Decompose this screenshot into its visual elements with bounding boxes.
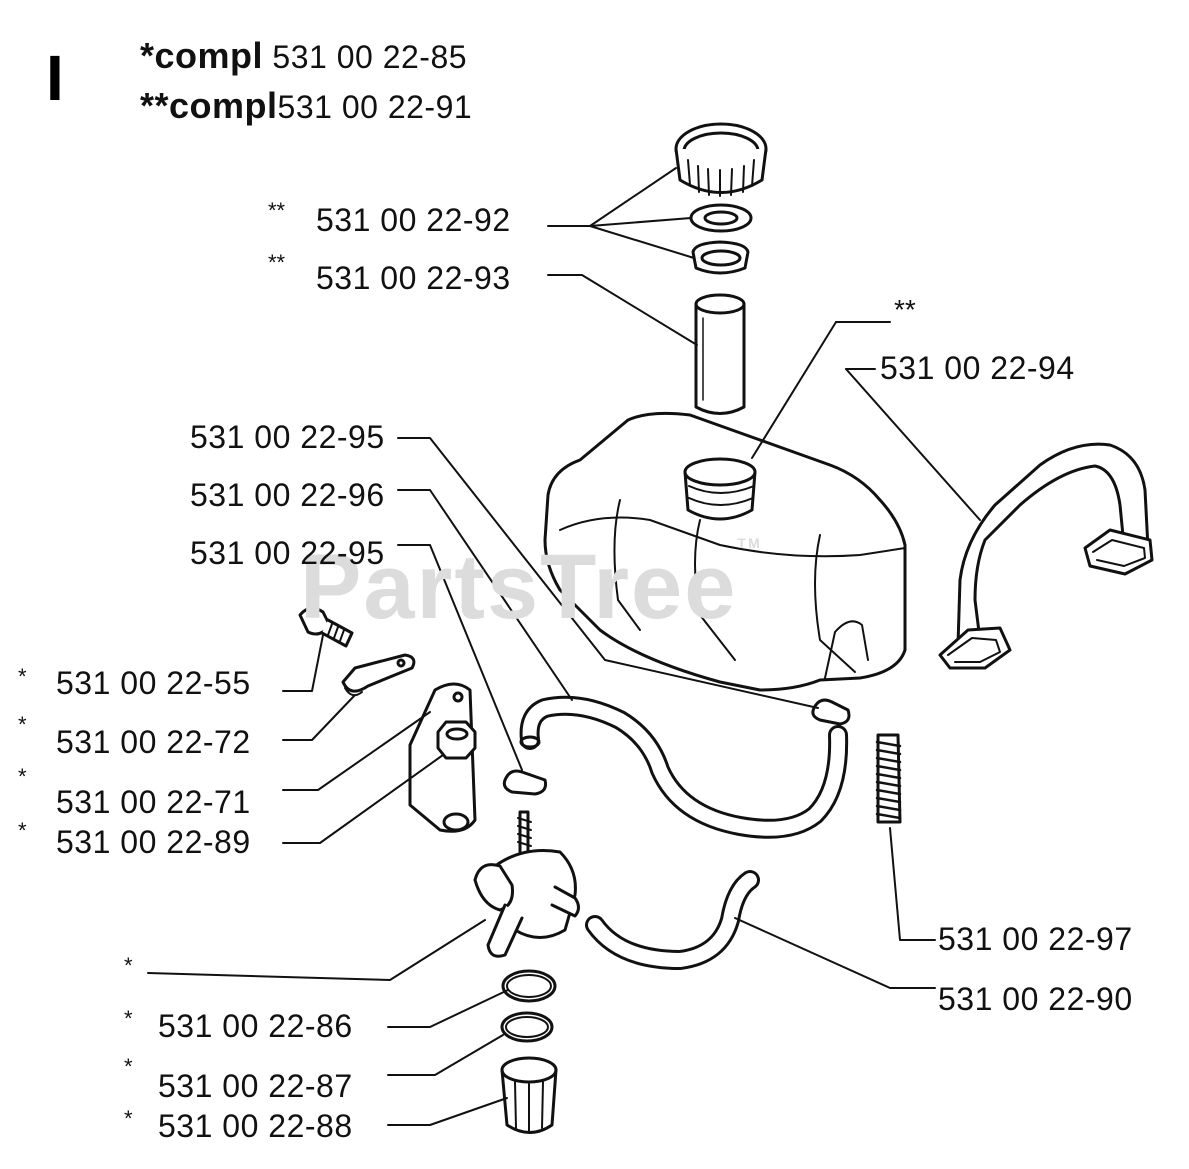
part-number-label: 531 00 22-89 bbox=[56, 824, 251, 860]
compl-number: 531 00 22-85 bbox=[272, 39, 468, 75]
part-number-label: 531 00 22-71 bbox=[56, 784, 251, 820]
gasket-92-part bbox=[689, 203, 753, 233]
fuel-valve-part bbox=[473, 810, 580, 958]
spring-97-part bbox=[875, 733, 902, 824]
callout-star: ** bbox=[268, 250, 286, 275]
hose-clamp-right-part bbox=[811, 698, 851, 726]
callout-star: * bbox=[124, 1006, 133, 1031]
handle-94-part bbox=[938, 442, 1154, 670]
fuel-cap-part bbox=[674, 122, 768, 197]
part-number-label: 531 00 22-90 bbox=[938, 981, 1133, 1017]
hose-clamp-left-part bbox=[502, 769, 547, 796]
compl-key: **compl bbox=[140, 85, 278, 126]
callout-star: * bbox=[18, 818, 27, 843]
part-number-label: 531 00 22-87 bbox=[158, 1068, 353, 1104]
callout-star: * bbox=[18, 764, 27, 789]
compl-number: 531 00 22-91 bbox=[277, 89, 473, 125]
nut-89-part bbox=[436, 720, 477, 760]
compl-key: *compl bbox=[140, 35, 264, 76]
part-number-label: 531 00 22-96 bbox=[190, 477, 385, 513]
watermark-tm: TM bbox=[737, 535, 762, 551]
part-number-label: 531 00 22-72 bbox=[56, 724, 251, 760]
fuel-tank-part bbox=[543, 411, 907, 692]
compl-row-2: **compl531 00 22-91 bbox=[140, 88, 472, 124]
section-letter: I bbox=[46, 42, 64, 114]
part-number-label: 531 00 22-86 bbox=[158, 1008, 353, 1044]
callout-star: * bbox=[18, 712, 27, 737]
clamp-72-part bbox=[341, 653, 416, 697]
fuel-filter-tube-part bbox=[694, 293, 746, 415]
part-number-label: 531 00 22-95 bbox=[190, 419, 385, 455]
outlet-hose-90-part bbox=[585, 870, 760, 970]
watermark: PartsTreeTM bbox=[300, 535, 762, 640]
seal-93-part bbox=[691, 240, 750, 275]
part-number-label: 531 00 22-88 bbox=[158, 1108, 353, 1144]
callout-star: * bbox=[124, 1054, 133, 1079]
filter-cup-88-part bbox=[500, 1056, 558, 1134]
screw-55-part bbox=[298, 606, 354, 648]
fuel-hose-part bbox=[519, 695, 849, 839]
part-number-label: 531 00 22-94 bbox=[880, 350, 1075, 386]
watermark-text: PartsTree bbox=[300, 536, 738, 638]
o-ring-86-part bbox=[501, 969, 557, 1003]
callout-star: ** bbox=[894, 294, 916, 325]
part-number-label: 531 00 22-93 bbox=[316, 260, 511, 296]
o-ring-87-part bbox=[500, 1011, 554, 1043]
compl-row-1: *compl 531 00 22-85 bbox=[140, 38, 467, 74]
part-number-label: 531 00 22-95 bbox=[190, 535, 385, 571]
leader-lines bbox=[147, 167, 981, 1126]
callout-star: * bbox=[124, 1106, 133, 1131]
part-number-label: 531 00 22-55 bbox=[56, 665, 251, 701]
callout-star: ** bbox=[268, 198, 286, 223]
callout-star: * bbox=[18, 664, 27, 689]
callout-star: * bbox=[124, 953, 133, 978]
part-number-label: 531 00 22-92 bbox=[316, 202, 511, 238]
part-number-label: 531 00 22-97 bbox=[938, 921, 1133, 957]
